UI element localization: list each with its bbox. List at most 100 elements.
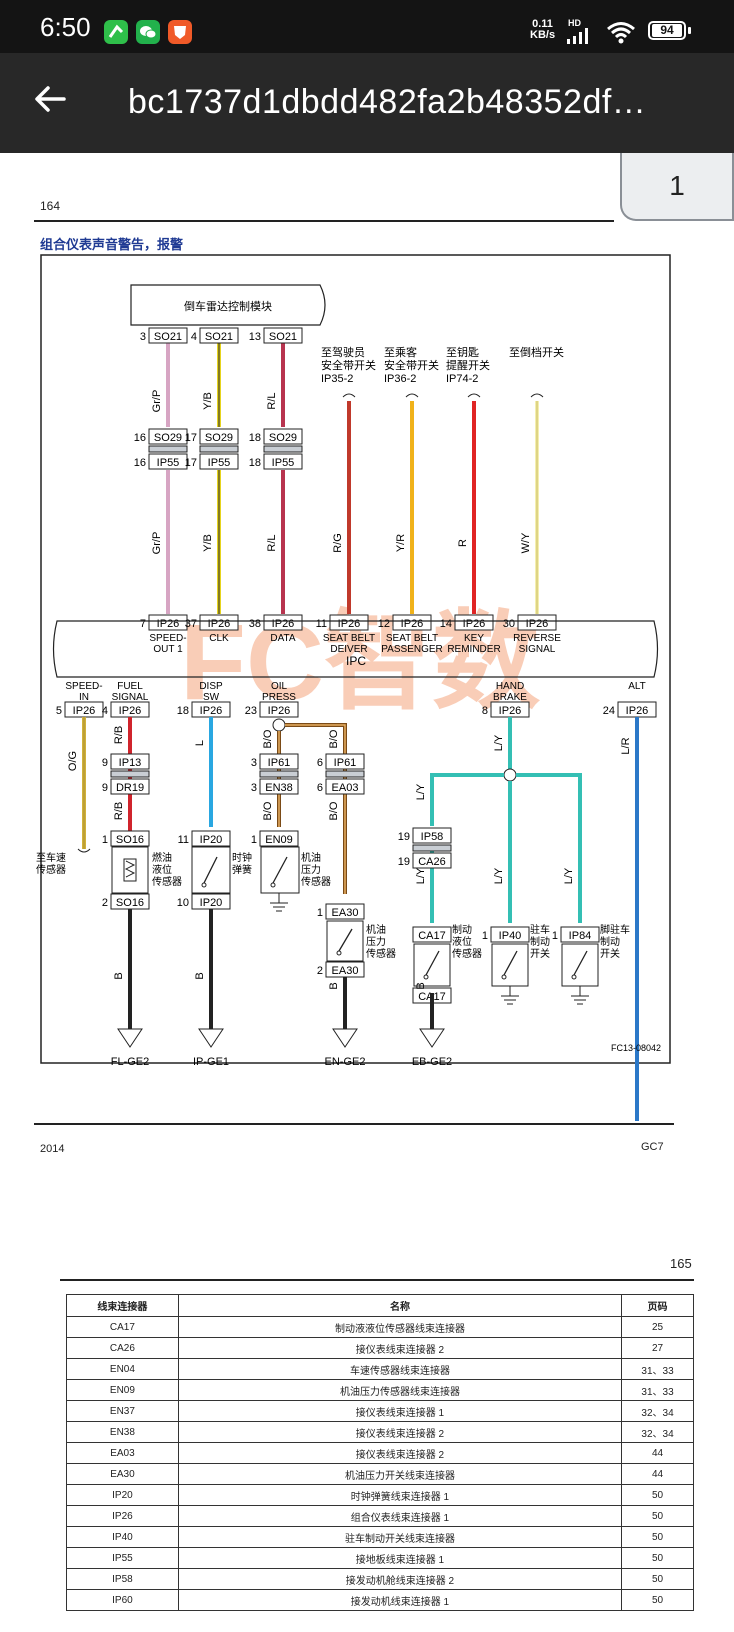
- ipc-pin-label: DATA: [270, 633, 296, 644]
- ground-symbol: [198, 1028, 224, 1048]
- wire-color-label: B: [328, 982, 340, 989]
- ipc-pin-label: PRESS: [262, 692, 296, 703]
- component-label: 弹簧: [232, 863, 252, 876]
- connector-name: IP20: [200, 897, 223, 909]
- table-cell: 27: [621, 1337, 694, 1359]
- ipc-pin-label: SPEED-: [149, 633, 186, 644]
- ground-symbol: [419, 1028, 445, 1048]
- table-cell: 50: [621, 1568, 694, 1590]
- connector-separator: [148, 445, 188, 453]
- status-time: 6:50: [40, 12, 91, 42]
- table-cell: 时钟弹簧线束连接器 1: [177, 1484, 623, 1506]
- browser-app-icon: [168, 20, 192, 44]
- component-label: 传感器: [301, 875, 331, 888]
- connector-box: [148, 614, 188, 631]
- component-label: 驻车: [530, 923, 550, 936]
- ipc-pin-label: SEAT BELT: [323, 633, 375, 644]
- component-label: 传感器: [366, 947, 396, 960]
- table-cell: 31、33: [621, 1379, 694, 1401]
- pin-number: 24: [603, 705, 615, 717]
- connector-box: [329, 614, 369, 631]
- ipc-pin-label: ALT: [628, 681, 646, 692]
- table-cell: CA26: [66, 1337, 179, 1359]
- connector-name: IP26: [463, 618, 486, 630]
- wire-color-label: O/G: [67, 751, 79, 771]
- ipc-pin-label: FUEL: [117, 681, 143, 692]
- table-cell: EN38: [66, 1421, 179, 1443]
- col-header: 线束连接器: [66, 1294, 179, 1317]
- connector-name: SO21: [154, 331, 182, 343]
- connector-separator: [325, 770, 365, 778]
- wire-color-label: Gr/P: [151, 532, 163, 555]
- back-arrow-icon[interactable]: [30, 79, 70, 128]
- col-header: 页码: [621, 1294, 694, 1317]
- wire-color-label: R/L: [266, 392, 278, 409]
- ground-symbol: [332, 1028, 358, 1048]
- pin-number: 19: [398, 831, 410, 843]
- wire-color-label: W/Y: [520, 532, 532, 553]
- connector-name: IP26: [272, 618, 295, 630]
- connector-box: [259, 830, 299, 847]
- pin-number: 9: [102, 757, 108, 769]
- ground-label: EN-GE2: [325, 1056, 366, 1068]
- component-label: 传感器: [152, 875, 182, 888]
- connector-box: [191, 830, 231, 847]
- col-header: 名称: [177, 1294, 623, 1317]
- pin-number: 4: [102, 705, 108, 717]
- table-cell: IP60: [66, 1589, 179, 1611]
- ipc-pin-label: KEY: [464, 633, 484, 644]
- connector-box: [263, 428, 303, 445]
- table-cell: 接仪表线束连接器 2: [177, 1442, 623, 1464]
- pin-number: 3: [251, 757, 257, 769]
- connector-name: IP26: [200, 705, 223, 717]
- connector-box: [110, 753, 150, 770]
- table-cell: 31、33: [621, 1358, 694, 1380]
- ipc-pin-label: REMINDER: [447, 644, 500, 655]
- wire-color-label: Y/R: [395, 534, 407, 552]
- table-cell: 50: [621, 1505, 694, 1527]
- ipc-pin-label: REVERSE: [513, 633, 561, 644]
- ipc-pin-label: OIL: [271, 681, 288, 692]
- pin-number: 1: [102, 834, 108, 846]
- wire-color-label: R/B: [113, 802, 125, 820]
- footer-rule: [34, 1123, 674, 1125]
- wire-color-label: B: [415, 982, 427, 989]
- ipc-pin-label: HAND: [496, 681, 524, 692]
- ground-symbol: [117, 1028, 143, 1048]
- connector-name: IP84: [569, 930, 592, 942]
- table-cell: 44: [621, 1442, 694, 1464]
- pin-number: 3: [251, 782, 257, 794]
- table-cell: IP40: [66, 1526, 179, 1548]
- destination-label: 至倒档开关: [509, 345, 564, 359]
- connector-box: [110, 778, 150, 795]
- pin-number: 11: [316, 618, 327, 630]
- footer-year: 2014: [40, 1143, 65, 1155]
- connector-name: SO29: [205, 432, 233, 444]
- lower-circuits: [77, 717, 639, 1121]
- table-cell: 50: [621, 1547, 694, 1569]
- page-indicator[interactable]: 1: [620, 153, 734, 221]
- pin-number: 1: [482, 930, 488, 942]
- component-label: 液位: [152, 863, 172, 876]
- pin-number: 7: [140, 618, 146, 630]
- connector-box: [392, 614, 432, 631]
- page165-rule: [60, 1279, 694, 1281]
- page-number-165: 165: [670, 1256, 692, 1271]
- pin-number: 12: [378, 618, 390, 630]
- component-label: 制动: [600, 935, 620, 948]
- pin-number: 3: [140, 331, 146, 343]
- ipc-pin-label: SW: [203, 692, 220, 703]
- table-cell: 32、34: [621, 1421, 694, 1443]
- connector-box: [259, 778, 299, 795]
- ipc-pin-label: BRAKE: [493, 692, 527, 703]
- ipc-pin-label: DISP: [199, 681, 223, 692]
- ground-label: EB-GE2: [412, 1056, 452, 1068]
